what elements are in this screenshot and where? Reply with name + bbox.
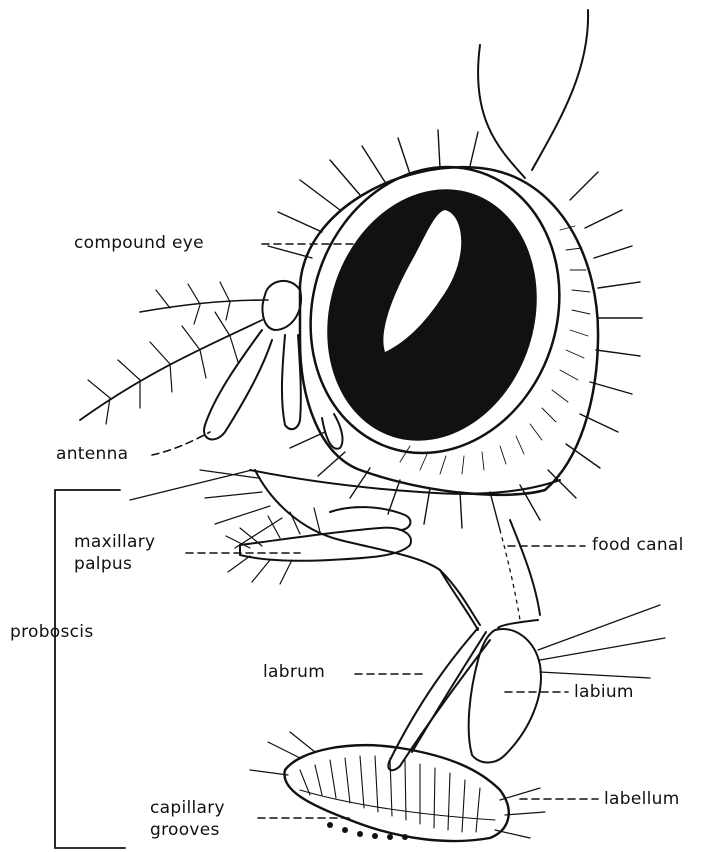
- antenna-segment-2: [282, 335, 301, 429]
- labrum-outer: [498, 620, 538, 628]
- gena-outline: [250, 470, 560, 494]
- antenna-base: [262, 281, 301, 330]
- label-maxillary: maxillary: [74, 532, 155, 553]
- label-food-canal: food canal: [592, 535, 684, 556]
- haustellum-right: [510, 520, 540, 615]
- palpus: [240, 528, 411, 561]
- label-grooves: grooves: [150, 820, 220, 841]
- labium-bristles: [538, 605, 665, 678]
- labellum-dots: [327, 822, 408, 840]
- label-capillary: capillary: [150, 798, 225, 819]
- labellum: [284, 745, 508, 841]
- cheek-lobe: [322, 414, 342, 449]
- label-labium: labium: [574, 682, 634, 703]
- food-canal-line: [500, 530, 520, 620]
- haustellum-left: [440, 570, 478, 630]
- label-labellum: labellum: [604, 789, 680, 810]
- bristle-top-curl: [478, 45, 525, 178]
- bristle-top-long: [532, 10, 588, 170]
- label-palpus: palpus: [74, 554, 132, 575]
- antenna-segment: [204, 330, 272, 439]
- labrum-inner: [412, 632, 486, 752]
- arista-shaft-upper: [140, 300, 268, 312]
- label-proboscis: proboscis: [10, 622, 93, 643]
- palpus-inner: [330, 507, 410, 530]
- leader-antenna: [152, 432, 210, 455]
- label-compound-eye: compound eye: [74, 233, 204, 254]
- labium: [469, 629, 541, 762]
- label-antenna: antenna: [56, 444, 128, 465]
- label-labrum: labrum: [263, 662, 325, 683]
